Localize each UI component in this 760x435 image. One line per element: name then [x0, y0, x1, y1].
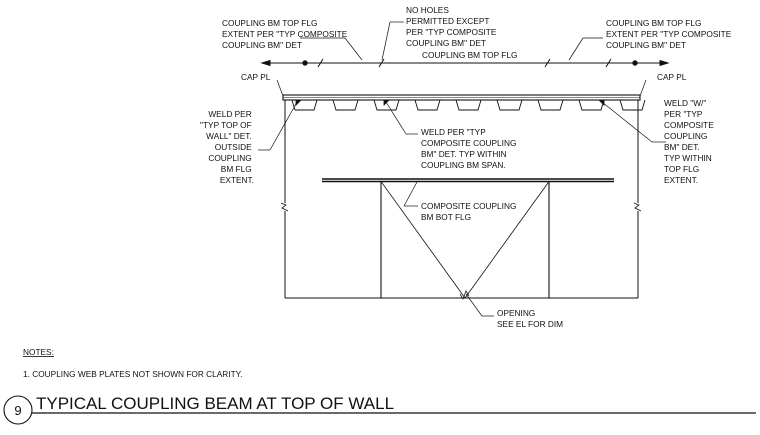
cap-pl-right-label: CAP PL: [657, 72, 687, 82]
weld-right-label: WELD "W/" PER "TYP COMPOSITE COUPLING BM…: [664, 98, 716, 185]
line: COMPOSITE COUPLING: [421, 138, 516, 148]
left-break-mark: [280, 202, 289, 212]
line: BM BOT FLG: [421, 212, 471, 222]
right-break-mark: [633, 202, 642, 212]
right-extent-dot: [632, 60, 638, 66]
line: NO HOLES: [406, 5, 449, 15]
line: BM FLG: [221, 164, 252, 174]
weld-left-label: WELD PER "TYP TOP OF WALL" DET. OUTSIDE …: [200, 109, 254, 185]
notes-title: NOTES:: [23, 347, 54, 357]
line: OUTSIDE: [215, 142, 252, 152]
line: SEE EL FOR DIM: [497, 319, 563, 329]
opening-label: OPENING SEE EL FOR DIM: [497, 308, 563, 329]
leader-cap-pl-right: [639, 79, 647, 97]
leader-cap-pl-left: [276, 79, 284, 97]
line: BM" DET.: [664, 142, 700, 152]
line: PER "TYP: [664, 109, 703, 119]
line: BM" DET. TYP WITHIN: [421, 149, 507, 159]
tick-2: [378, 58, 385, 68]
weld-left: [295, 99, 302, 106]
coupling-top-right-label: COUPLING BM TOP FLG EXTENT PER "TYP COMP…: [606, 18, 734, 50]
line: WELD "W/": [664, 98, 706, 108]
weld-symbols: [295, 99, 605, 106]
line: PERMITTED EXCEPT: [406, 16, 489, 26]
line: WELD PER "TYP: [421, 127, 486, 137]
detail-number: 9: [14, 403, 21, 418]
line: OPENING: [497, 308, 535, 318]
metal-deck: [291, 99, 646, 111]
line: COUPLING BM TOP FLG: [222, 18, 317, 28]
top-flange-label: COUPLING BM TOP FLG: [422, 50, 517, 60]
note-1: 1. COUPLING WEB PLATES NOT SHOWN FOR CLA…: [23, 369, 242, 379]
weld-center-label: WELD PER "TYP COMPOSITE COUPLING BM" DET…: [421, 127, 519, 170]
right-arrowhead: [659, 59, 670, 67]
line: WELD PER: [208, 109, 251, 119]
coupling-top-left-label: COUPLING BM TOP FLG EXTENT PER "TYP COMP…: [222, 18, 350, 50]
opening-diagonal-left: [380, 181, 466, 299]
weld-right: [598, 99, 605, 106]
line: PER "TYP COMPOSITE: [406, 27, 497, 37]
line: COUPLING BM" DET: [606, 40, 686, 50]
line: EXTENT.: [664, 175, 698, 185]
left-arrowhead: [260, 59, 271, 67]
line: COMPOSITE: [664, 120, 714, 130]
bot-flange-label: COMPOSITE COUPLING BM BOT FLG: [421, 201, 519, 222]
line: "TYP TOP OF: [200, 120, 252, 130]
opening-break-mark: [459, 290, 470, 300]
leader-opening: [465, 293, 483, 317]
tick-3: [544, 58, 551, 68]
opening-diagonal-right: [464, 181, 550, 299]
line: COUPLING BM" DET: [406, 38, 486, 48]
detail-number-circle: [3, 395, 33, 425]
line: TOP FLG: [664, 164, 699, 174]
line: TYP WITHIN: [664, 153, 712, 163]
leader-weld-center: [385, 101, 407, 135]
line: COUPLING BM TOP FLG: [606, 18, 701, 28]
leader-weld-left: [269, 101, 298, 151]
leader-weld-right: [601, 101, 653, 143]
no-holes-label: NO HOLES PERMITTED EXCEPT PER "TYP COMPO…: [406, 5, 499, 48]
left-extent-dot: [302, 60, 308, 66]
line: COUPLING: [208, 153, 251, 163]
leader-lines: [258, 21, 666, 317]
line: EXTENT.: [220, 175, 254, 185]
leader-no-holes: [381, 21, 391, 61]
detail-title: TYPICAL COUPLING BEAM AT TOP OF WALL: [36, 394, 394, 413]
line: COMPOSITE COUPLING: [421, 201, 516, 211]
leader-bot-flange: [403, 181, 418, 207]
cap-pl-left-label: CAP PL: [241, 72, 271, 82]
leader-coupling-top-right: [568, 37, 584, 61]
line: COUPLING: [664, 131, 707, 141]
line: COUPLING BM SPAN.: [421, 160, 506, 170]
tick-1: [317, 58, 324, 68]
tick-4: [605, 58, 612, 68]
line: EXTENT PER "TYP COMPOSITE: [606, 29, 732, 39]
line: EXTENT PER "TYP COMPOSITE: [222, 29, 348, 39]
wall-structure: [260, 58, 670, 300]
line: COUPLING BM" DET: [222, 40, 302, 50]
line: WALL" DET.: [206, 131, 252, 141]
leader-coupling-top-left: [344, 37, 363, 61]
